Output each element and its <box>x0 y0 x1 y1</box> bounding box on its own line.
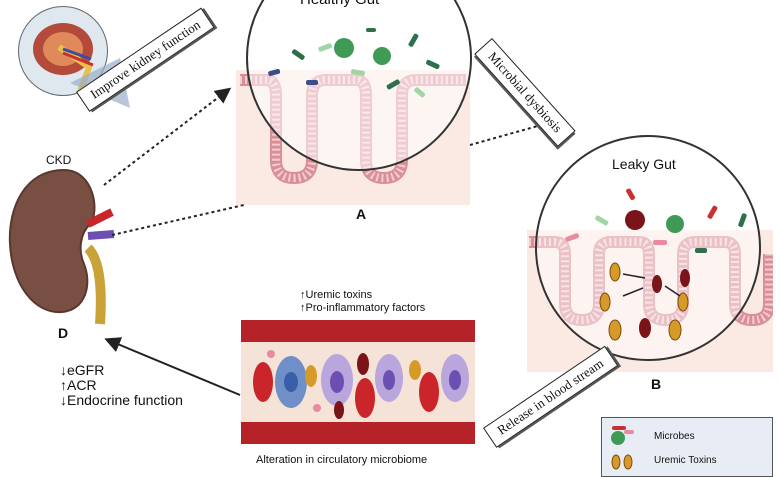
leaky-gut-title: Leaky Gut <box>612 156 676 172</box>
legend-microbes: Microbes <box>654 431 695 442</box>
blood-cells <box>253 350 469 419</box>
kidney-inset <box>18 6 108 96</box>
ckd-kidney-illustration <box>8 168 115 325</box>
egfr-label: ↓eGFR <box>60 362 105 378</box>
circulatory-label: Alteration in circulatory microbiome <box>256 454 428 466</box>
healthy-gut-microbes <box>268 28 440 98</box>
legend-uremic-toxins: Uremic Toxins <box>654 455 717 466</box>
acr-label: ↑ACR <box>60 377 97 393</box>
legend-icons <box>611 426 634 470</box>
healthy-gut-title: Healthy Gut <box>300 0 379 8</box>
pro-inflammatory-label: ↑Pro-inflammatory factors <box>300 302 426 314</box>
legend: Microbes Uremic Toxins <box>601 417 773 477</box>
endocrine-label: ↓Endocrine function <box>60 392 183 408</box>
leaky-gut-contents <box>565 188 747 341</box>
ckd-label: CKD <box>46 153 72 167</box>
uremic-toxins-label: ↑Uremic toxins <box>300 289 373 301</box>
panel-a-label: A <box>356 206 367 222</box>
panel-d-label: D <box>58 325 69 341</box>
panel-b-label: B <box>651 376 662 392</box>
